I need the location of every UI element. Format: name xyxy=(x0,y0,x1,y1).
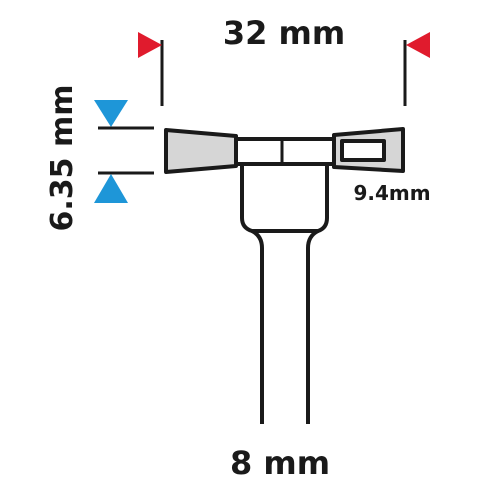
head-thickness-label: 6.35 mm xyxy=(45,85,80,232)
cutter-tooth-right-inner xyxy=(340,139,386,162)
hub-collar xyxy=(240,164,329,233)
width-arrow-left-icon xyxy=(138,32,162,58)
shank-outline-right xyxy=(306,229,319,424)
thickness-arrow-top-icon xyxy=(94,100,128,127)
width-dimension-markers xyxy=(138,32,430,106)
thickness-dimension-markers xyxy=(94,100,154,203)
thickness-arrow-bottom-icon xyxy=(94,174,128,203)
width-arrow-right-icon xyxy=(406,32,430,58)
overall-width-label: 32 mm xyxy=(223,14,345,52)
shank-outline xyxy=(251,229,264,424)
cutter-tooth-left xyxy=(164,128,238,174)
inner-dimension-label: 9.4mm xyxy=(353,181,430,205)
shank-diameter-label: 8 mm xyxy=(230,444,330,482)
